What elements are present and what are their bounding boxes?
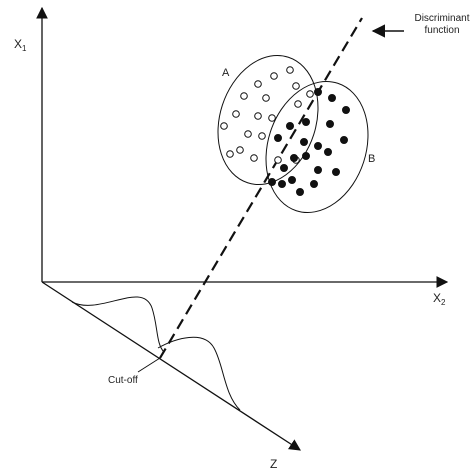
group-b-point <box>274 134 282 142</box>
group-b-ellipse <box>265 81 369 213</box>
group-a-point <box>306 90 314 98</box>
z-axis <box>41 281 301 451</box>
x1-axis-label-base: X <box>14 37 22 51</box>
cutoff-pointer <box>137 357 161 373</box>
group-a-point <box>254 112 262 120</box>
group-b-point <box>314 88 322 96</box>
group-b-point <box>314 142 322 150</box>
group-a-point <box>294 100 302 108</box>
group-b-point <box>326 120 334 128</box>
group-a-point <box>270 72 278 80</box>
group-a-distribution-curve <box>71 296 165 353</box>
discriminant-label-line1: Discriminant <box>414 13 469 24</box>
x1-axis-label-sub: 1 <box>22 44 27 53</box>
group-b-point <box>288 176 296 184</box>
group-a-point <box>236 146 244 154</box>
group-b-point <box>340 136 348 144</box>
discriminant-label-line2: function <box>424 25 459 36</box>
group-b-point <box>286 122 294 130</box>
group-b-points <box>268 88 350 196</box>
group-a-point <box>244 130 252 138</box>
z-axis-label: Z <box>270 457 277 471</box>
group-b-point <box>268 178 276 186</box>
x1-axis-label: X1 <box>14 37 27 53</box>
discriminant-function-line <box>159 17 363 359</box>
group-a-point <box>286 66 294 74</box>
group-a-point <box>274 156 282 164</box>
group-a-point <box>250 154 258 162</box>
cutoff-label: Cut-off <box>108 375 138 386</box>
group-a-label: A <box>222 67 230 79</box>
group-b-distribution-curve <box>157 336 241 411</box>
group-b-point <box>302 152 310 160</box>
group-b-point <box>296 188 304 196</box>
group-b-point <box>328 94 336 102</box>
group-b-point <box>314 166 322 174</box>
group-b-point <box>278 180 286 188</box>
group-b-point <box>300 138 308 146</box>
group-b-label: B <box>368 153 375 165</box>
group-a-point <box>262 94 270 102</box>
group-a-point <box>226 150 234 158</box>
group-a-point <box>258 132 266 140</box>
group-a-point <box>220 122 228 130</box>
group-b-point <box>290 154 298 162</box>
group-b-point <box>342 106 350 114</box>
group-a-ellipse <box>217 55 319 185</box>
group-b-point <box>310 180 318 188</box>
x2-axis-label-sub: 2 <box>441 298 446 307</box>
group-a-point <box>254 80 262 88</box>
group-b-point <box>332 168 340 176</box>
group-b-point <box>280 164 288 172</box>
group-a-point <box>240 92 248 100</box>
group-b-point <box>302 118 310 126</box>
group-b-point <box>324 148 332 156</box>
group-a-point <box>268 114 276 122</box>
x2-axis-label: X2 <box>433 291 446 307</box>
x2-axis-label-base: X <box>433 291 441 305</box>
group-a-point <box>292 82 300 90</box>
group-a-point <box>232 110 240 118</box>
